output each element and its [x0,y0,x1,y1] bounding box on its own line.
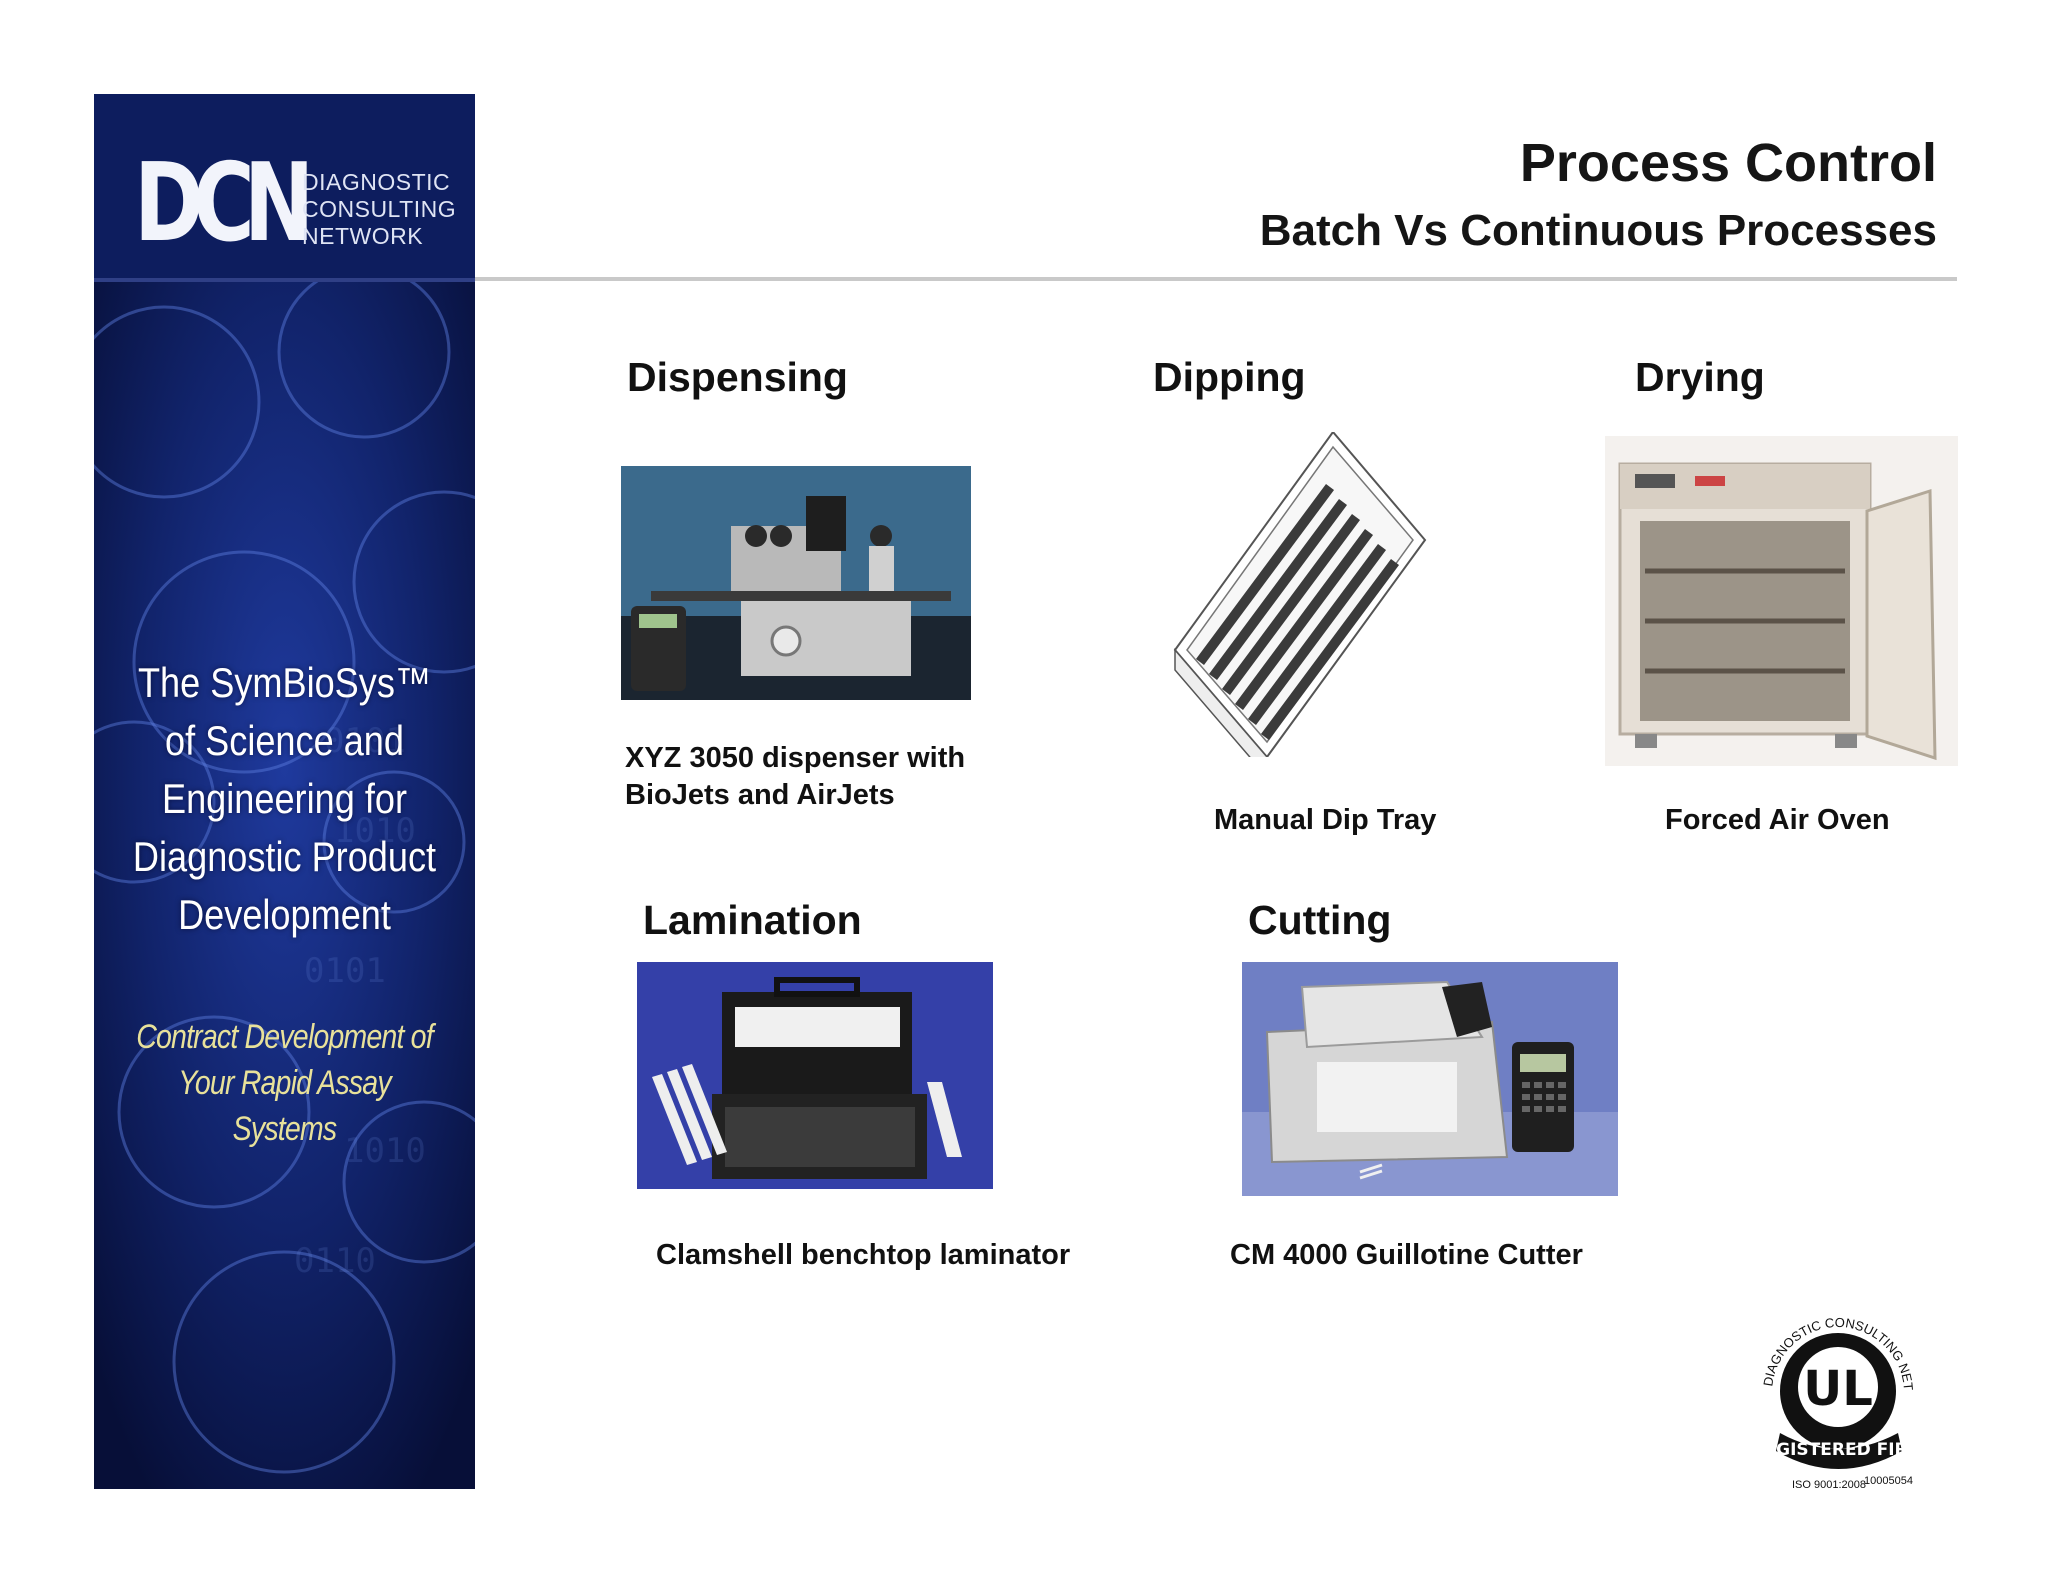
svg-text:0101: 0101 [304,951,386,991]
slogan-line: Your Rapid Assay Systems [178,1064,391,1148]
caption-line: BioJets and AirJets [625,779,895,811]
caption-drying: Forced Air Oven [1665,804,1890,836]
dispenser-photo [621,466,971,700]
section-heading-dispensing: Dispensing [627,354,848,400]
logo-word: NETWORK [302,223,424,249]
company-logo: DCN DIAGNOSTIC CONSULTING NETWORK [94,94,475,278]
tagline-line: Diagnostic Product [132,833,437,880]
seal-iso-text: ISO 9001:2008 [1792,1479,1866,1491]
seal-number-text: 10005054 [1864,1475,1913,1487]
header-divider [475,277,1957,281]
seal-registered-text: REGISTERED FIRM [1752,1440,1924,1460]
svg-text:0110: 0110 [294,1241,376,1281]
caption-dispensing: XYZ 3050 dispenser with BioJets and AirJ… [625,740,965,814]
sidebar-banner: DCN DIAGNOSTIC CONSULTING NETWORK [94,94,475,1489]
dip-tray-drawing [1173,432,1427,757]
svg-text:1010: 1010 [334,811,416,851]
banner-tagline: The SymBioSys™ of Science and Engineerin… [121,654,449,944]
banner-slogan: Contract Development of Your Rapid Assay… [124,1014,444,1152]
caption-cutting: CM 4000 Guillotine Cutter [1230,1239,1583,1271]
page-subtitle: Batch Vs Continuous Processes [1259,206,1937,255]
logo-word: DIAGNOSTIC [302,169,451,195]
section-heading-lamination: Lamination [643,897,862,943]
svg-text:0101: 0101 [324,721,406,761]
ul-registered-firm-seal: UL DIAGNOSTIC CONSULTING NETWORK REGISTE… [1752,1283,1924,1491]
tagline-line: of Science and [165,717,404,764]
banner-divider [94,278,475,282]
section-heading-dipping: Dipping [1153,354,1306,400]
caption-lamination: Clamshell benchtop laminator [656,1239,1071,1271]
oven-photo [1605,436,1958,766]
page-title: Process Control [1519,133,1937,193]
section-heading-drying: Drying [1635,354,1765,400]
tagline-line: The SymBioSys™ [137,659,432,706]
tagline-line: Engineering for [162,775,407,822]
svg-text:1010: 1010 [344,1131,426,1171]
section-heading-cutting: Cutting [1248,897,1392,943]
banner-background-art: 0101 1010 0101 1010 0110 [94,282,475,1489]
caption-line: XYZ 3050 dispenser with [625,742,966,774]
slogan-line: Contract Development of [136,1018,433,1056]
seal-ul-mark: UL [1803,1361,1873,1417]
guillotine-cutter-photo [1242,962,1618,1196]
logo-word: CONSULTING [302,196,457,222]
logo-wordmark: DIAGNOSTIC CONSULTING NETWORK [302,169,456,250]
tagline-line: Development [178,891,391,938]
laminator-photo [637,962,993,1189]
logo-mark: DCN [134,141,314,266]
caption-dipping: Manual Dip Tray [1214,804,1437,836]
